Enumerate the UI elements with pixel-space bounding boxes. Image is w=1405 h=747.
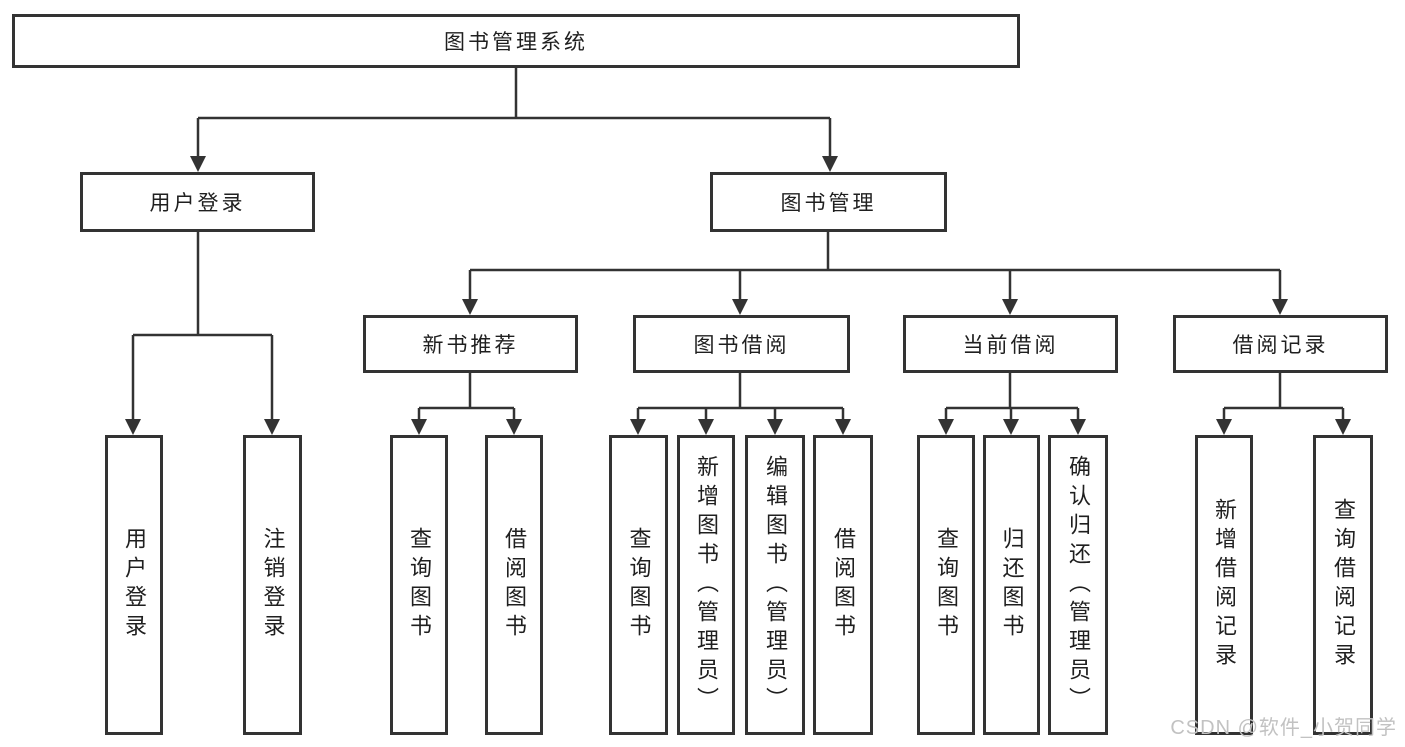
node-current-borrowing: 当前借阅 bbox=[903, 315, 1118, 373]
arrowheads bbox=[125, 156, 1351, 435]
leaf-return-books: 归还图书 bbox=[983, 435, 1040, 735]
leaf-add-borrow-record: 新增借阅记录 bbox=[1195, 435, 1253, 735]
node-book-borrowing: 图书借阅 bbox=[633, 315, 850, 373]
leaf-query-books-current: 查询图书 bbox=[917, 435, 975, 735]
node-book-management: 图书管理 bbox=[710, 172, 947, 232]
node-borrowing-records: 借阅记录 bbox=[1173, 315, 1388, 373]
leaf-add-books-admin: 新增图书（管理员） bbox=[677, 435, 735, 735]
leaf-borrow-books-borrowing: 借阅图书 bbox=[813, 435, 873, 735]
leaf-borrow-books-recommend: 借阅图书 bbox=[485, 435, 543, 735]
leaf-user-login: 用户登录 bbox=[105, 435, 163, 735]
leaf-query-books-borrowing: 查询图书 bbox=[609, 435, 668, 735]
node-root-system: 图书管理系统 bbox=[12, 14, 1020, 68]
leaf-confirm-return-admin: 确认归还（管理员） bbox=[1048, 435, 1108, 735]
leaf-query-books-recommend: 查询图书 bbox=[390, 435, 448, 735]
node-new-book-recommend: 新书推荐 bbox=[363, 315, 578, 373]
node-user-login: 用户登录 bbox=[80, 172, 315, 232]
leaf-logout: 注销登录 bbox=[243, 435, 302, 735]
leaf-query-borrow-record: 查询借阅记录 bbox=[1313, 435, 1373, 735]
leaf-edit-books-admin: 编辑图书（管理员） bbox=[745, 435, 805, 735]
